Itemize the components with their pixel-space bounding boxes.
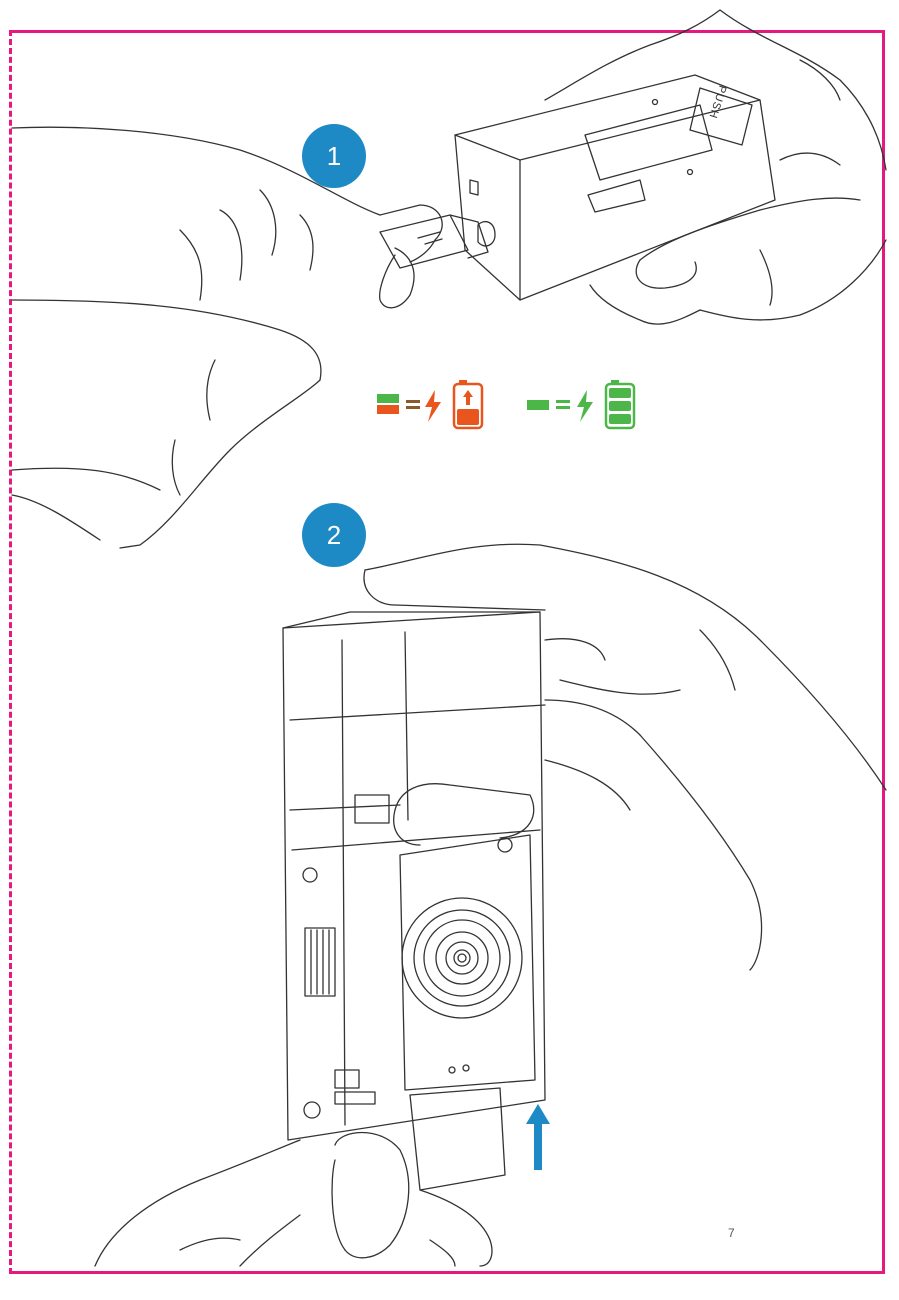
lightning-icon [577,390,593,422]
step-number: 1 [326,141,342,171]
top-hand-illustration [363,543,887,971]
lightning-icon [425,390,441,422]
battery-charging-icon [452,380,484,430]
charge-legend [375,378,645,430]
step-number: 2 [326,520,342,550]
battery-full-icon [604,380,636,430]
charging-led-icon [377,394,399,414]
step-2-badge: 2 [302,503,366,567]
bottom-hand-illustration [94,1131,493,1267]
trim-frame [9,30,885,1274]
equals-icon [406,400,420,409]
left-hand-illustration [11,126,443,549]
doorbell-device-illustration [282,611,546,1191]
usb-plug-illustration [379,214,489,269]
insert-up-arrow-icon [526,1104,550,1170]
step-1-badge: 1 [302,124,366,188]
page-number: 7 [728,1226,735,1240]
charged-led-icon [527,400,549,410]
right-hand-illustration [544,9,887,325]
equals-icon [556,400,570,409]
battery-pack-illustration [454,74,776,301]
